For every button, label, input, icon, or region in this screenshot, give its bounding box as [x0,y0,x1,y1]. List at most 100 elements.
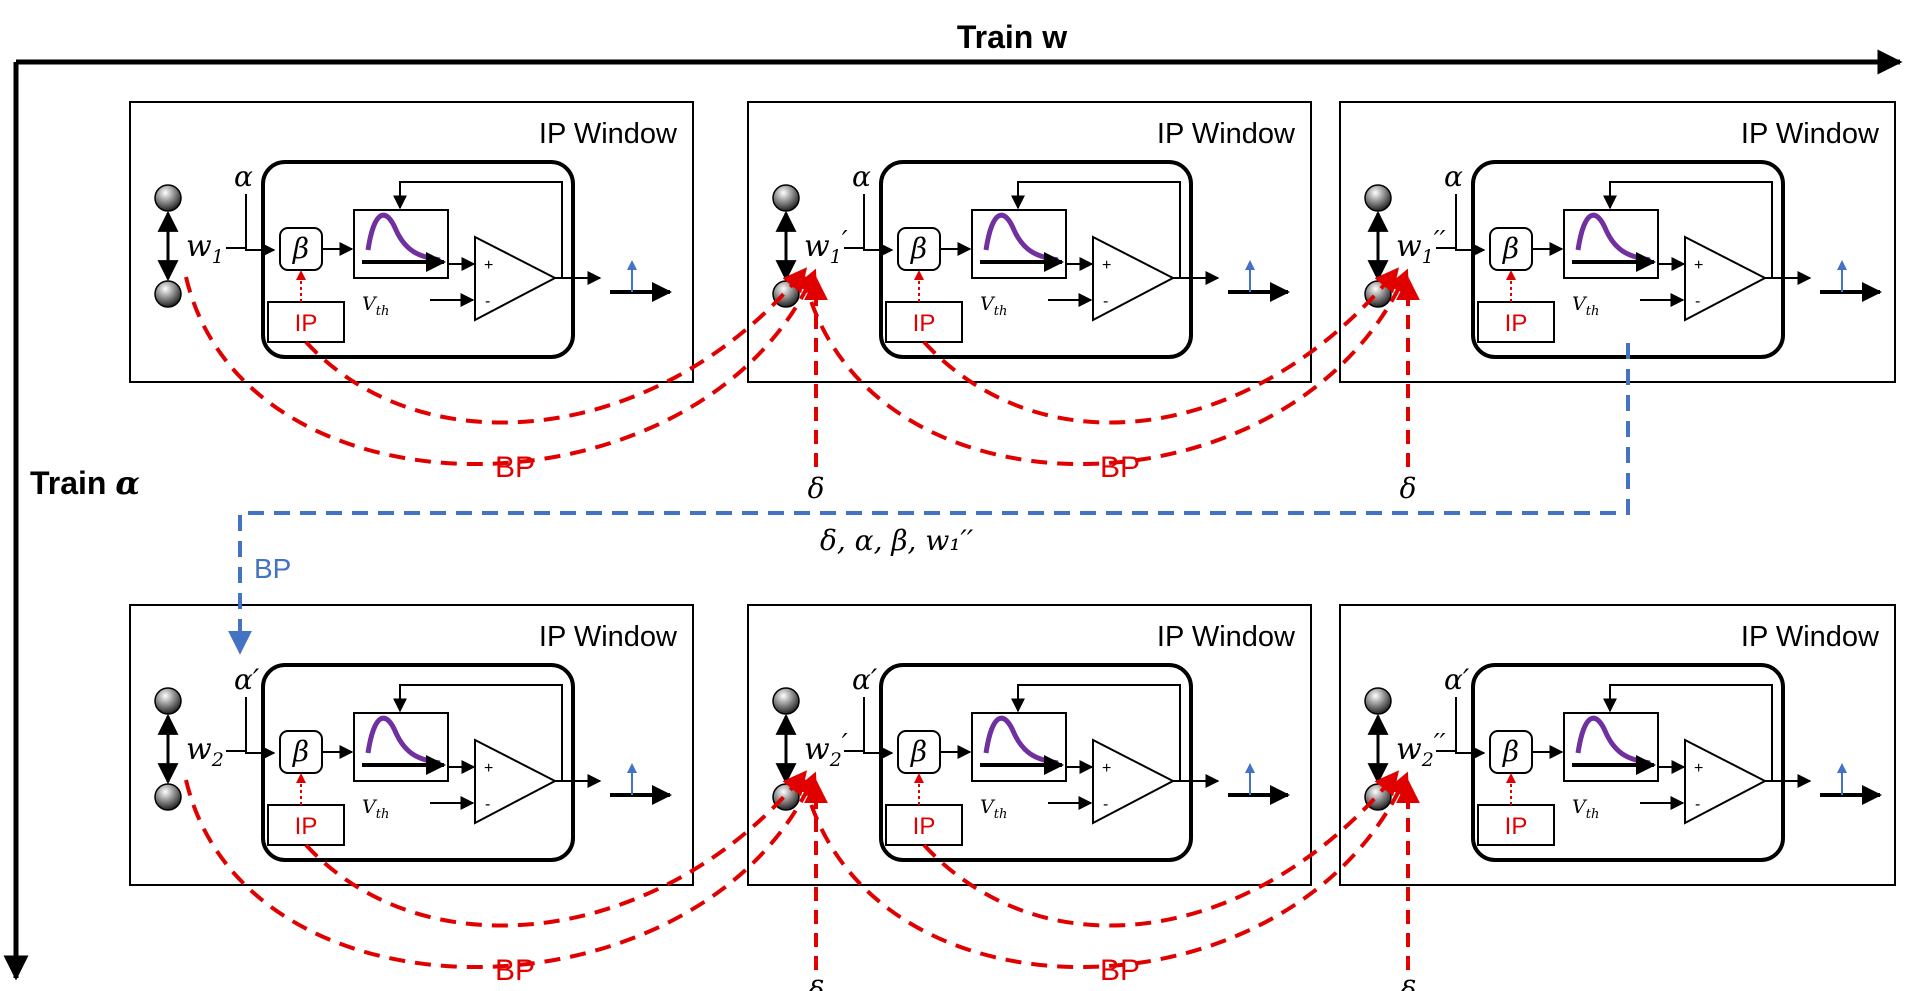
presynaptic-node [772,184,800,212]
vth-subscript: th [376,304,390,319]
ip-label: IP [295,310,318,337]
presynaptic-node [1364,687,1392,715]
comparator-minus: - [1103,796,1108,813]
blue-bp-transfer: BP δ, α, β, w₁′′ [228,343,1630,655]
weight-label: w1′′ [1396,226,1446,268]
beta-label: β [292,735,309,768]
bp-arc-outer [802,268,1410,466]
ip-label: IP [913,310,936,337]
comparator-triangle [1684,235,1768,322]
transfer-params-label: δ, α, β, w₁′′ [820,524,974,557]
postsynaptic-node [154,280,182,308]
feedback-loop [1011,684,1181,782]
ip-window-title: IP Window [1741,118,1880,150]
bp-arc-inner [922,267,1400,425]
alpha-label: α [234,160,253,193]
ip-label: IP [1505,813,1528,840]
blue-bp-label: BP [254,553,291,584]
vth-label: Vth [980,293,1007,319]
alpha-input-arrow [1455,194,1486,257]
kernel-curve [983,212,1059,263]
bp-arc-inner [922,770,1400,928]
comparator-minus: - [485,796,490,813]
bp-arc-outer [184,268,818,466]
bp-arc-inner [304,770,808,928]
alpha-label: α′ [1444,663,1470,696]
neuron-box [261,160,575,359]
comparator-plus: + [484,760,493,777]
comparator-minus: - [1103,293,1108,310]
kernel-curve [1575,212,1651,263]
ip-label: IP [913,813,936,840]
weight-symbol: w [1396,732,1422,767]
bp-label: BP [1100,451,1140,484]
bp-arc-outer [802,771,1410,969]
bp-arc-inner [304,267,808,425]
kernel-curve [365,715,441,766]
feedback-loop [393,181,563,279]
beta-label: β [292,232,309,265]
weight-subscript: 2 [829,749,842,771]
weight-prime: ′′ [1434,729,1446,759]
vth-main: V [980,293,996,315]
comparator-minus: - [1695,796,1700,813]
bp-label: BP [495,954,535,987]
weight-label: w2′′ [1396,729,1446,771]
ip-box [885,301,963,343]
train-w-label: Train w [957,19,1067,55]
bp-label: BP [1100,954,1140,987]
vth-main: V [362,293,378,315]
weight-subscript: 1 [830,246,842,268]
feedback-loop [1603,181,1773,279]
beta-label: β [910,232,927,265]
delta-label: δ [1400,472,1417,505]
neuron-box [261,663,575,862]
vth-label: Vth [362,796,389,822]
vth-label: Vth [1572,293,1599,319]
weight-subscript: 1 [212,246,224,268]
neuron-box [879,160,1193,359]
delta-label: δ [1400,975,1417,991]
kernel-curve [1575,715,1651,766]
weight-prime: ′ [842,226,848,256]
neuron-box [879,663,1193,862]
weight-subscript: 1 [1422,246,1434,268]
ip-window-title: IP Window [539,118,678,150]
weight-label: w1 [186,229,224,268]
weight-symbol: w [1396,229,1422,264]
comparator-triangle [474,738,558,825]
comparator-plus: + [1102,257,1111,274]
postsynaptic-node [154,783,182,811]
vth-main: V [980,796,996,818]
ip-window-title: IP Window [1157,118,1296,150]
bp-label: BP [495,451,535,484]
alpha-label: α [1444,160,1463,193]
alpha-input-arrow [245,194,276,257]
blue-bp-path [228,343,1630,655]
vth-main: V [1572,796,1588,818]
weight-symbol: w [186,732,212,767]
alpha-input-arrow [863,697,894,760]
delta-label: δ [808,472,825,505]
weight-subscript: 2 [211,749,224,771]
presynaptic-node [1364,184,1392,212]
ip-window-title: IP Window [1157,621,1296,653]
vth-label: Vth [362,293,389,319]
vth-subscript: th [994,807,1008,822]
comparator-plus: + [1694,257,1703,274]
beta-label: β [910,735,927,768]
bp-arc-outer [184,771,818,969]
ip-label: IP [1505,310,1528,337]
ip-box [1477,804,1555,846]
comparator-plus: + [484,257,493,274]
weight-prime: ′′ [1434,226,1446,256]
weight-label: w2 [186,732,224,771]
comparator-triangle [1092,738,1176,825]
vth-label: Vth [980,796,1007,822]
weight-subscript: 2 [1421,749,1434,771]
vth-subscript: th [1586,807,1600,822]
